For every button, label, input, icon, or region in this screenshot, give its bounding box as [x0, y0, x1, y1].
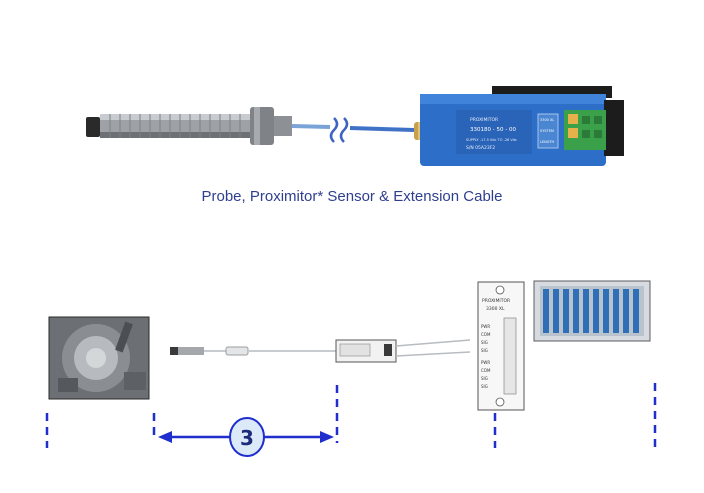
monitor-rack-icon — [533, 280, 651, 342]
monitor-pin-label: SIG — [481, 340, 488, 345]
small-proximitor — [335, 339, 471, 363]
system-diagram: PROXIMITOR 3300 XL PWR COM SIG SIG PWR C… — [45, 280, 657, 457]
sensor-label-line3: SUPPLY -17.5 Vdc TO -26 Vdc — [466, 138, 517, 142]
proximitor-sensor — [420, 86, 624, 166]
monitor-card-subtitle: 3300 XL — [486, 306, 505, 312]
sensor-tag-mid: SYSTEM — [540, 129, 554, 133]
sensor-label-line1: PROXIMITOR — [470, 117, 498, 123]
machine-bearing-photo — [48, 316, 150, 400]
probe — [86, 107, 415, 145]
monitor-pin-label: PWR — [481, 360, 490, 365]
monitor-pin-label: COM — [481, 368, 491, 373]
sensor-tag-top: 3300 XL — [540, 118, 554, 122]
top-illustration: PROXIMITOR 330180 - 50 - 00 SUPPLY -17.5… — [86, 86, 624, 166]
sensor-label-line4: S/N 05A23F2 — [466, 145, 495, 151]
monitor-card-title: PROXIMITOR — [482, 298, 510, 304]
monitor-pin-label: SIG — [481, 384, 488, 389]
monitor-pin-label: COM — [481, 332, 491, 337]
figure-caption: Probe, Proximitor* Sensor & Extension Ca… — [201, 188, 503, 205]
monitor-pin-label: SIG — [481, 348, 488, 353]
dimension-marker-circle — [229, 417, 265, 457]
sensor-tag-bot: LENGTH — [540, 140, 555, 144]
sensor-label-line2: 330180 - 50 - 00 — [470, 127, 516, 133]
monitor-card — [477, 281, 525, 411]
monitor-pin-label: SIG — [481, 376, 488, 381]
probe-extension-cable — [170, 346, 336, 356]
dimension-marker-number: 3 — [240, 426, 254, 450]
monitor-pin-label: PWR — [481, 324, 490, 329]
dimension-markers — [45, 383, 657, 452]
